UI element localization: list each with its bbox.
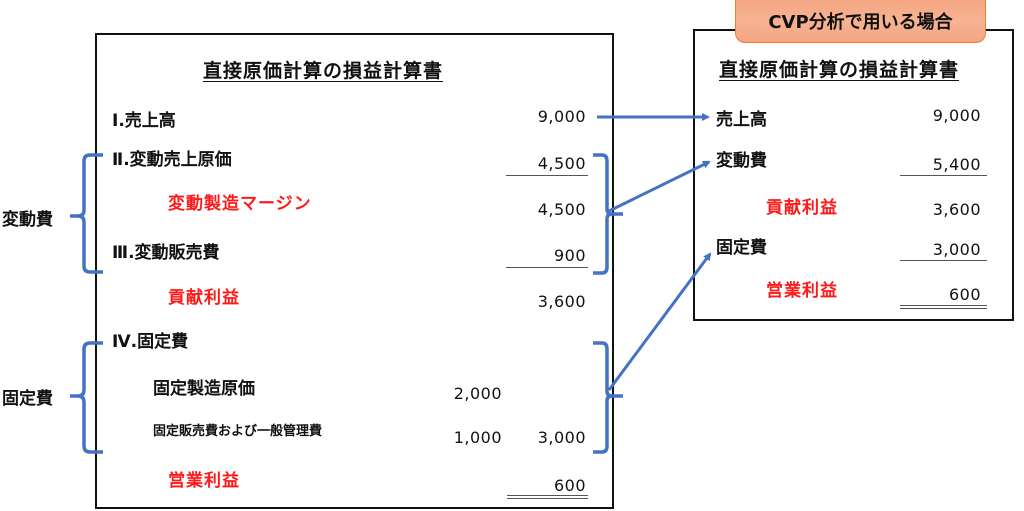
row-variable-mfg-margin-value: 4,500 <box>537 200 586 219</box>
row-fixed-mfg-value: 2,000 <box>453 384 502 403</box>
cvp-row-operating-income-value: 600 <box>948 285 981 304</box>
underline <box>506 267 588 268</box>
cvp-row-variable-label: 変動費 <box>716 151 767 171</box>
row-fixed-mfg-label: 固定製造原価 <box>153 379 255 399</box>
row-variable-mfg-margin-label: 変動製造マージン <box>168 194 312 214</box>
double-underline <box>507 495 588 499</box>
cvp-row-operating-income-label: 営業利益 <box>766 281 838 301</box>
row-variable-selling-label: Ⅲ.変動販売費 <box>112 243 220 263</box>
row-sales-label: Ⅰ.売上高 <box>112 111 176 131</box>
cvp-row-contribution-label: 貢献利益 <box>766 198 838 218</box>
left-statement-title: 直接原価計算の損益計算書 <box>203 60 444 82</box>
cvp-row-fixed-label: 固定費 <box>716 238 767 258</box>
cvp-row-contribution-value: 3,600 <box>932 200 981 219</box>
cvp-statement-title: 直接原価計算の損益計算書 <box>719 59 960 81</box>
row-fixed-total-value: 3,000 <box>537 428 586 447</box>
underline <box>900 175 987 176</box>
cvp-row-fixed-value: 3,000 <box>932 240 981 259</box>
cvp-row-sales-label: 売上高 <box>716 110 767 130</box>
row-contribution-margin-label: 貢献利益 <box>168 288 240 308</box>
underline <box>506 175 588 176</box>
row-operating-income-label: 営業利益 <box>168 471 240 491</box>
side-label-fixed: 固定費 <box>2 389 53 409</box>
cvp-row-variable-value: 5,400 <box>932 155 981 174</box>
double-underline <box>900 305 987 309</box>
row-operating-income-value: 600 <box>553 476 586 495</box>
cvp-row-sales-value: 9,000 <box>932 106 981 125</box>
row-fixed-sga-value: 1,000 <box>453 428 502 447</box>
row-variable-selling-value: 900 <box>553 246 586 265</box>
row-fixed-costs-label: Ⅳ.固定費 <box>112 332 189 352</box>
row-contribution-margin-value: 3,600 <box>537 292 586 311</box>
row-sales-value: 9,000 <box>537 107 586 126</box>
row-fixed-sga-label: 固定販売費および一般管理費 <box>153 424 323 439</box>
row-variable-cogs-label: Ⅱ.変動売上原価 <box>112 150 232 170</box>
side-label-variable: 変動費 <box>2 210 53 230</box>
row-variable-cogs-value: 4,500 <box>537 154 586 173</box>
cvp-tag: CVP分析で用いる場合 <box>735 0 986 43</box>
left-statement-box <box>95 33 614 509</box>
underline <box>900 260 987 261</box>
